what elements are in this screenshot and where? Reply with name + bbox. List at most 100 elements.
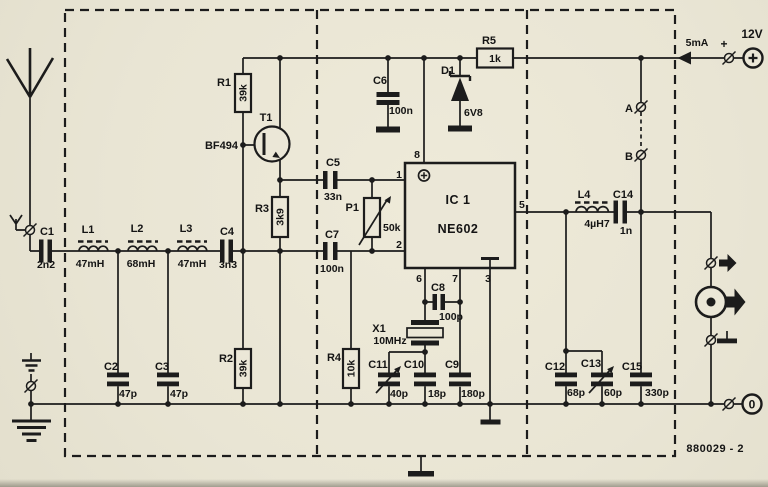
svg-text:18p: 18p — [428, 388, 446, 400]
inductor-L3: L3 47mH — [177, 223, 208, 270]
svg-text:C13: C13 — [581, 358, 601, 370]
svg-text:C3: C3 — [155, 361, 169, 373]
screen-ground-bar-icon — [408, 471, 434, 477]
inductor-L4: L4 4µH7 — [575, 189, 610, 230]
resistor-R1: R1 39k — [217, 72, 253, 114]
pin3-ground-bar-icon — [480, 419, 501, 425]
svg-text:100n: 100n — [389, 105, 413, 117]
resistor-R5: R5 1k — [475, 35, 515, 69]
connector-icons — [22, 50, 737, 412]
resistor-value: 1k — [489, 53, 501, 65]
svg-text:C4: C4 — [220, 226, 235, 238]
antenna-input-icon — [9, 214, 26, 231]
ic-ref: IC 1 — [446, 193, 471, 207]
zero-terminal-icon — [741, 393, 763, 415]
resistor-value: 10k — [346, 360, 358, 378]
resistor-value: 39k — [238, 84, 250, 102]
ground-connector-icon — [23, 378, 39, 394]
ic1-NE602: IC 1 NE602 1 2 5 8 6 7 3 — [396, 149, 525, 285]
capacitor-C15: C15 330p — [622, 361, 669, 399]
svg-text:68p: 68p — [567, 387, 585, 399]
link-b-label: B — [625, 151, 633, 163]
supply-area: 5mA + 12V — [677, 27, 764, 69]
emitter-arrow-icon — [272, 151, 280, 158]
trimmer-arrow-icon — [394, 366, 401, 374]
resistor-ref: R4 — [327, 352, 342, 364]
supply-voltage-label: 12V — [741, 27, 762, 41]
svg-text:180p: 180p — [461, 388, 485, 400]
resistor-R3: R3 3k9 — [255, 195, 290, 239]
capacitor-C5: C5 33n — [323, 157, 342, 203]
svg-text:L2: L2 — [131, 223, 144, 235]
junction-dots — [28, 55, 714, 407]
capacitor-C6: C6 100n — [373, 75, 413, 117]
resistor-ref: R1 — [217, 77, 231, 89]
svg-text:L3: L3 — [180, 223, 193, 235]
svg-text:68mH: 68mH — [127, 258, 156, 270]
svg-text:100n: 100n — [320, 263, 344, 275]
inductor-L2: L2 68mH — [127, 223, 158, 270]
output-symbols — [694, 254, 746, 319]
ic-part: NE602 — [438, 222, 479, 236]
svg-text:10MHz: 10MHz — [373, 335, 406, 347]
resistor-ref: R2 — [219, 353, 233, 365]
svg-text:C11: C11 — [368, 359, 388, 371]
scan-shadow — [0, 479, 768, 487]
svg-text:C9: C9 — [445, 359, 459, 371]
capacitor-C2: C2 47p — [104, 361, 137, 400]
ic-supply-pin-icon — [417, 169, 431, 182]
chassis-ground-icon — [22, 359, 41, 372]
supply-connector-icon — [721, 50, 737, 66]
svg-text:3n3: 3n3 — [219, 259, 237, 271]
capacitor-C4: C4 3n3 — [219, 226, 237, 271]
svg-text:C12: C12 — [545, 361, 565, 373]
ground-icons — [12, 125, 737, 477]
current-label: 5mA — [686, 37, 709, 49]
zener-diode-D1: D1 6V8 — [441, 65, 483, 119]
earth-ground-icon — [12, 419, 51, 442]
capacitor-C12: C12 68p — [545, 361, 585, 399]
ic-ground-pin-icon — [481, 257, 499, 268]
svg-text:330p: 330p — [645, 387, 669, 399]
d1-ground-bar-icon — [448, 125, 472, 132]
link-a-label: A — [625, 103, 633, 115]
svg-text:C10: C10 — [404, 359, 424, 371]
svg-text:1n: 1n — [620, 225, 632, 237]
diode-value: 6V8 — [464, 107, 483, 119]
output-ground-icon — [717, 331, 737, 344]
antenna-icon — [5, 48, 55, 98]
antenna-connector-icon — [22, 222, 38, 238]
svg-text:47p: 47p — [119, 388, 137, 400]
zero-connector-icon — [721, 396, 737, 412]
diode-ref: D1 — [441, 65, 455, 77]
ic-pin-2: 2 — [396, 239, 402, 251]
output-arrow-large-icon — [725, 288, 746, 316]
resistor-R2: R2 39k — [219, 347, 253, 390]
transistor-ref: T1 — [260, 112, 273, 124]
resistor-R4: R4 10k — [327, 347, 361, 390]
zero-terminal-area: 0 — [741, 393, 763, 415]
link-labels: A B — [625, 103, 633, 163]
c6-ground-bar-icon — [376, 126, 400, 133]
transistor-T1: T1 BF494 — [205, 112, 291, 163]
resistor-ref: R3 — [255, 203, 269, 215]
resistor-value: 39k — [238, 360, 250, 378]
output-ground-connector-icon — [703, 332, 719, 348]
svg-text:40p: 40p — [390, 388, 408, 400]
svg-text:C7: C7 — [325, 229, 339, 241]
svg-text:C8: C8 — [431, 282, 445, 294]
ic-pin-5: 5 — [519, 199, 525, 211]
svg-text:33n: 33n — [324, 191, 342, 203]
svg-text:47mH: 47mH — [76, 258, 105, 270]
zero-label: 0 — [749, 398, 756, 412]
crystal-X1: X1 10MHz — [372, 320, 444, 347]
svg-text:2n2: 2n2 — [37, 259, 55, 271]
ic-pin-3: 3 — [485, 273, 491, 285]
capacitor-C11-variable: C11 40p — [368, 359, 408, 400]
circuit-number: 880029 - 2 — [686, 443, 744, 455]
supply-terminal-icon — [742, 47, 764, 69]
plus-label: + — [720, 37, 727, 51]
svg-text:C2: C2 — [104, 361, 118, 373]
inductor-L1: L1 47mH — [76, 224, 109, 270]
